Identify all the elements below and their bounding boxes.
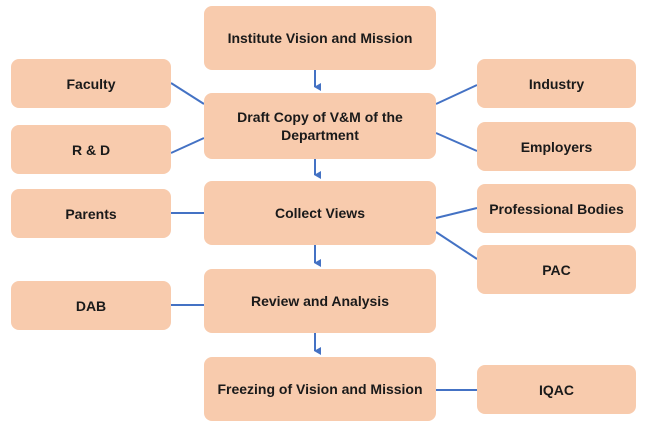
- line-pac-to-collect: [435, 231, 478, 260]
- node-iqac: IQAC: [477, 365, 636, 414]
- node-employers: Employers: [477, 122, 636, 171]
- node-parents: Parents: [11, 189, 171, 238]
- node-faculty: Faculty: [11, 59, 171, 108]
- line-industry-to-draft: [435, 84, 478, 105]
- node-collect-views: Collect Views: [204, 181, 436, 245]
- line-rd-to-draft: [170, 137, 205, 154]
- node-industry: Industry: [477, 59, 636, 108]
- line-faculty-to-draft: [170, 82, 205, 105]
- node-freezing-vision-mission: Freezing of Vision and Mission: [204, 357, 436, 421]
- node-review-analysis: Review and Analysis: [204, 269, 436, 333]
- line-professional-to-collect: [435, 207, 478, 219]
- node-pac: PAC: [477, 245, 636, 294]
- node-institute-vision-mission: Institute Vision and Mission: [204, 6, 436, 70]
- line-employers-to-draft: [435, 132, 478, 152]
- node-professional-bodies: Professional Bodies: [477, 184, 636, 233]
- node-dab: DAB: [11, 281, 171, 330]
- node-draft-copy: Draft Copy of V&M of the Department: [204, 93, 436, 159]
- node-r-and-d: R & D: [11, 125, 171, 174]
